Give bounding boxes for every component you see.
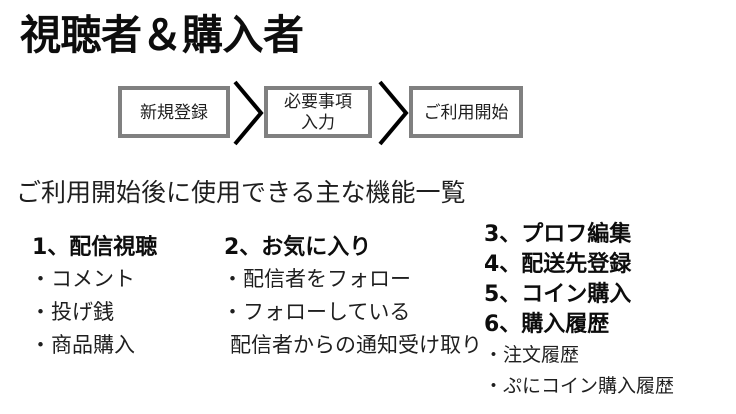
list-item: ・注文履歴 bbox=[484, 345, 580, 366]
flow-step-1-label: 新規登録 bbox=[140, 102, 208, 122]
list-item: ・ぷにコイン購入履歴 bbox=[484, 376, 675, 397]
chevron-right-icon-2 bbox=[374, 80, 414, 146]
flow-step-3-label: ご利用開始 bbox=[423, 102, 509, 122]
list-item: ・フォローしている bbox=[222, 300, 411, 324]
page-title: 視聴者＆購入者 bbox=[20, 11, 304, 59]
flow-step-2-label: 必要事項 入力 bbox=[284, 92, 352, 132]
chevron-right-icon-1 bbox=[229, 80, 269, 146]
list-item-continuation: 配信者からの通知受け取り bbox=[230, 333, 482, 357]
feature-column-3: 3、プロフ編集 4、配送先登録 5、コイン購入 6、購入履歴 ・注文履歴 ・ぷに… bbox=[484, 220, 674, 402]
feature-heading-coin-purchase: 5、コイン購入 bbox=[484, 282, 632, 307]
feature-heading-profile-edit: 3、プロフ編集 bbox=[484, 222, 632, 247]
feature-heading-purchase-history: 6、購入履歴 bbox=[484, 312, 610, 337]
feature-column-2-heading: 2、お気に入り bbox=[224, 235, 372, 260]
flow-step-enter-required-info: 必要事項 入力 bbox=[264, 86, 372, 138]
feature-column-2: 2、お気に入り ・配信者をフォロー ・フォローしている 配信者からの通知受け取り bbox=[222, 234, 482, 361]
signup-flow-diagram: 新規登録 必要事項 入力 ご利用開始 bbox=[112, 80, 532, 146]
list-item: ・コメント bbox=[30, 267, 135, 291]
list-item: ・配信者をフォロー bbox=[222, 267, 411, 291]
flow-step-start-using: ご利用開始 bbox=[409, 86, 523, 138]
feature-heading-shipping-address: 4、配送先登録 bbox=[484, 252, 632, 277]
list-item: ・投げ銭 bbox=[30, 300, 114, 324]
feature-column-1: 1、配信視聴 ・コメント ・投げ銭 ・商品購入 bbox=[30, 234, 157, 361]
flow-step-new-registration: 新規登録 bbox=[118, 86, 230, 138]
feature-column-1-heading: 1、配信視聴 bbox=[32, 235, 158, 260]
subtitle: ご利用開始後に使用できる主な機能一覧 bbox=[16, 180, 466, 207]
list-item: ・商品購入 bbox=[30, 333, 135, 357]
